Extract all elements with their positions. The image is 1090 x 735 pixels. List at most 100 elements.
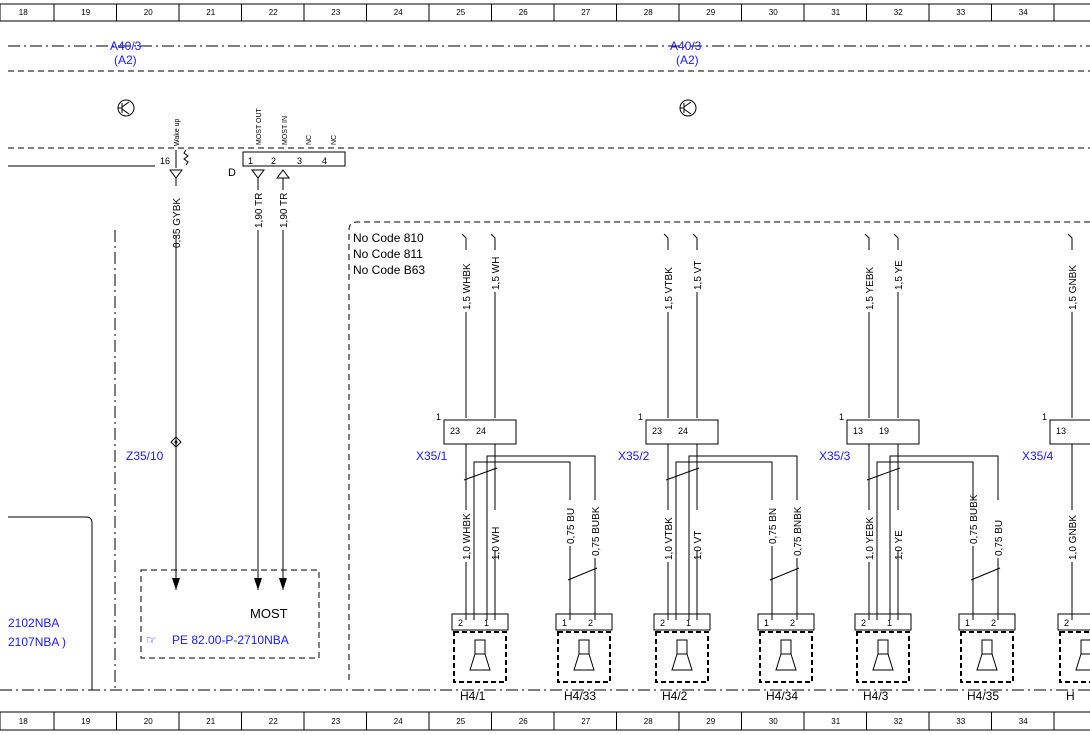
left-ref-1[interactable]: 2102NBA [8,616,59,630]
left-ref-box [8,516,93,690]
grid-column-label: 19 [81,8,90,17]
grid-column-label: 19 [81,717,90,726]
speaker-label: H4/35 [967,689,999,703]
connector-d-pin-label-2: MOST IN [282,116,289,145]
wire-label: 1,0 GNBK [1068,515,1079,560]
connector-pin: 13 [1056,426,1066,436]
grid-column-label: 24 [394,717,403,726]
wakeup-label: Wake up [174,119,181,146]
most-box [140,569,320,659]
wire-label: 0,75 BU [566,508,577,544]
svg-text:2: 2 [660,618,665,628]
connector-index: 1 [839,412,844,422]
grid-column-label: 23 [331,717,340,726]
transistor-icon [117,99,135,117]
grid-column-label: 34 [1019,8,1028,17]
code-line-2: No Code 811 [353,247,423,261]
connector-index: 1 [436,412,441,422]
splice-label[interactable]: Z35/10 [126,449,164,463]
wire-label: 1,5 VTBK [664,267,675,310]
grid-column-label: 31 [831,8,840,17]
grid-column-label: 30 [769,8,778,17]
svg-text:2: 2 [458,618,463,628]
connector-id[interactable]: X35/2 [618,449,650,463]
wire-label: 1,0 VTBK [664,517,675,560]
wire-label: 0,75 BN [768,508,779,544]
wakeup-pin: 16 Wake up 0,35 GYBK [160,119,189,590]
left-ref-2[interactable]: 2107NBA ) [8,635,66,649]
connector-index: 1 [638,412,643,422]
wire-label: 0,75 BNBK [793,506,804,556]
grid-column-label: 20 [144,8,153,17]
grid-column-label: 30 [769,717,778,726]
connector-block [1049,419,1090,445]
svg-text:1: 1 [686,618,691,628]
connector-d-pin-1: 1 [248,156,253,166]
connector-pin: 23 [652,426,662,436]
svg-text:2: 2 [588,618,593,628]
arrow-tr-1 [254,578,262,590]
svg-text:1: 1 [562,618,567,628]
wire-label-tr-2: 1,90 TR [279,193,290,228]
grid-column-label: 21 [206,8,215,17]
wire-label: 1,5 YEBK [865,266,876,310]
splice-z35: Z35/10 [126,436,182,463]
speaker-label: H [1066,689,1075,703]
arrow-gybk [172,578,180,590]
connector-id[interactable]: X35/4 [1022,449,1054,463]
code-line-1: No Code 810 [353,231,424,245]
connector-d-pin-3: 3 [297,156,302,166]
transistor-icon [679,99,697,117]
grid-column-label: 18 [19,717,28,726]
connector-id[interactable]: X35/1 [416,449,448,463]
wakeup-pin-number: 16 [160,156,170,166]
connector-d-pin-4: 4 [322,156,327,166]
svg-text:1: 1 [965,618,970,628]
grid-column-label: 34 [1019,717,1028,726]
grid-column-label: 26 [519,717,528,726]
grid-column-label: 32 [894,8,903,17]
grid-column-label: 31 [831,717,840,726]
connector-d-pin-label-4: NC [331,135,338,145]
code-region-boundary [348,221,1090,680]
wire-label: 1,5 WHBK [462,263,473,310]
svg-text:2: 2 [991,618,996,628]
grid-column-label: 29 [706,8,715,17]
svg-text:2: 2 [861,618,866,628]
module-id-right[interactable]: A40/3 [670,39,702,53]
module-sub-left[interactable]: (A2) [114,53,137,67]
wire-label: 1,0 VT [693,531,704,560]
code-line-3: No Code B63 [353,263,425,277]
svg-text:2: 2 [1064,618,1069,628]
connector-d: D 1 2 3 4 MOST OUT MOST IN NC NC 1,90 TR… [228,107,346,590]
connector-id[interactable]: X35/3 [819,449,851,463]
svg-text:1: 1 [764,618,769,628]
module-id-left[interactable]: A40/3 [110,39,142,53]
wire-label: 1,5 YE [894,260,905,290]
grid-column-label: 33 [956,8,965,17]
most-ref-link[interactable]: PE 82.00-P-2710NBA [172,633,289,647]
wire-label-gybk: 0,35 GYBK [172,198,183,248]
connector-block [846,419,920,445]
wire-label: 0,75 BUBK [591,506,602,556]
speaker-label: H4/2 [662,689,688,703]
pointing-hand-icon: ☞ [146,633,157,647]
wire-label: 1,0 WH [491,527,502,560]
grid-column-label: 26 [519,8,528,17]
speaker-label: H4/1 [460,689,486,703]
grid-column-label: 21 [206,717,215,726]
module-sub-right[interactable]: (A2) [676,53,699,67]
grid-column-label: 32 [894,717,903,726]
wire-label-tr-1: 1,90 TR [254,193,265,228]
speaker-icon: 21 [1057,613,1090,683]
grid-column-label: 28 [644,8,653,17]
svg-text:1: 1 [484,618,489,628]
